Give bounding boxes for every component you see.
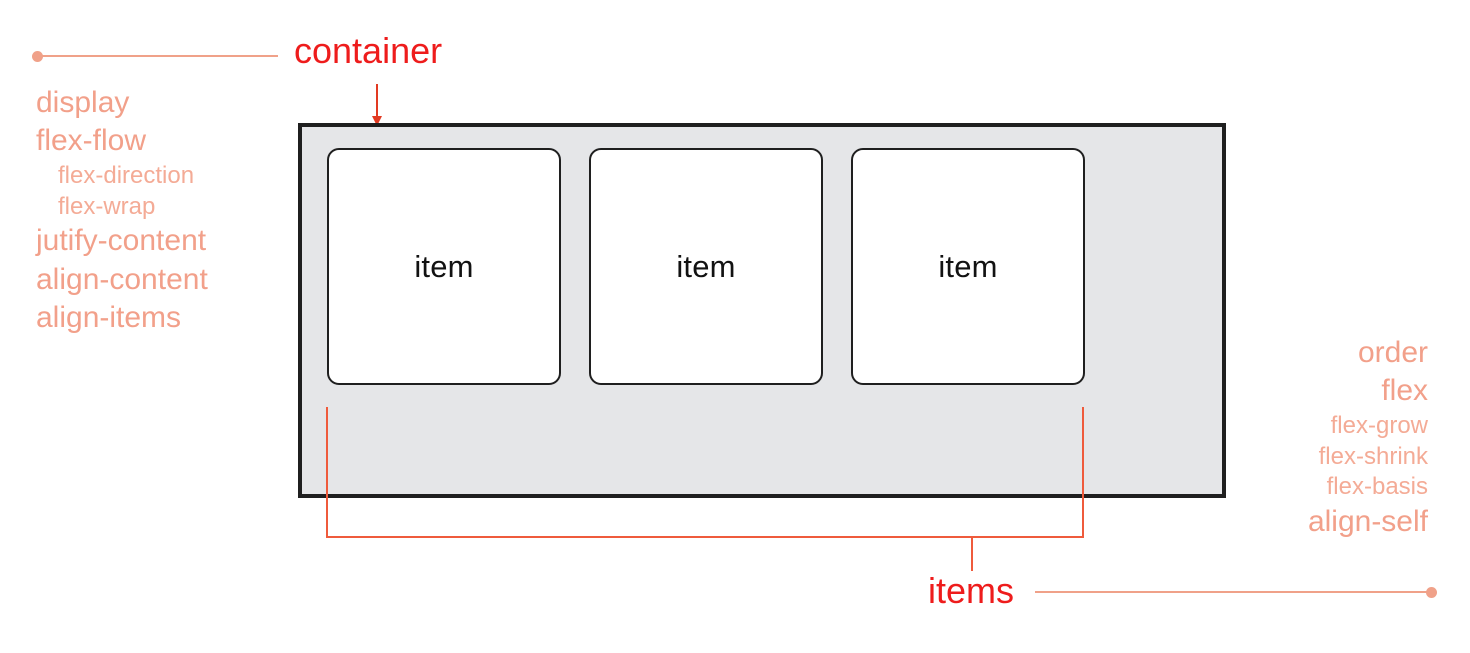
- items-bracket: [326, 407, 1084, 538]
- property-flex: flex: [1381, 374, 1428, 408]
- container-properties-list: display flex-flow flex-direction flex-wr…: [36, 84, 296, 337]
- flex-item-label: item: [938, 248, 998, 284]
- property-align-content: align-content: [36, 262, 208, 296]
- item-properties-list: order flex flex-grow flex-shrink flex-ba…: [1128, 334, 1428, 541]
- flex-item-label: item: [676, 248, 736, 284]
- property-flex-grow: flex-grow: [1330, 411, 1428, 439]
- property-display: display: [36, 86, 130, 119]
- property-flex-wrap: flex-wrap: [58, 192, 156, 220]
- flex-container-box: item item item: [298, 123, 1226, 498]
- container-callout-label: container: [294, 30, 443, 71]
- property-justify-content: jutify-content: [36, 224, 207, 258]
- property-flex-basis: flex-basis: [1326, 473, 1428, 501]
- items-bracket-stem: [971, 538, 973, 571]
- flex-item-1: item: [327, 148, 561, 385]
- property-flex-flow: flex-flow: [36, 124, 147, 158]
- flex-items-row: item item item: [327, 148, 1085, 385]
- flex-item-3: item: [851, 148, 1085, 385]
- flex-item-label: item: [414, 248, 474, 284]
- items-callout-label: items: [928, 570, 1015, 611]
- property-flex-shrink: flex-shrink: [1318, 442, 1428, 470]
- flex-item-2: item: [589, 148, 823, 385]
- property-flex-direction: flex-direction: [58, 161, 195, 189]
- leader-dot-left: [32, 51, 43, 62]
- items-leader-line: [1035, 587, 1437, 598]
- container-leader-line: [32, 51, 278, 62]
- leader-dot-right: [1426, 587, 1437, 598]
- property-order: order: [1357, 336, 1428, 369]
- property-align-self: align-self: [1307, 504, 1428, 538]
- property-align-items: align-items: [36, 301, 182, 334]
- container-arrow-icon: [372, 84, 382, 126]
